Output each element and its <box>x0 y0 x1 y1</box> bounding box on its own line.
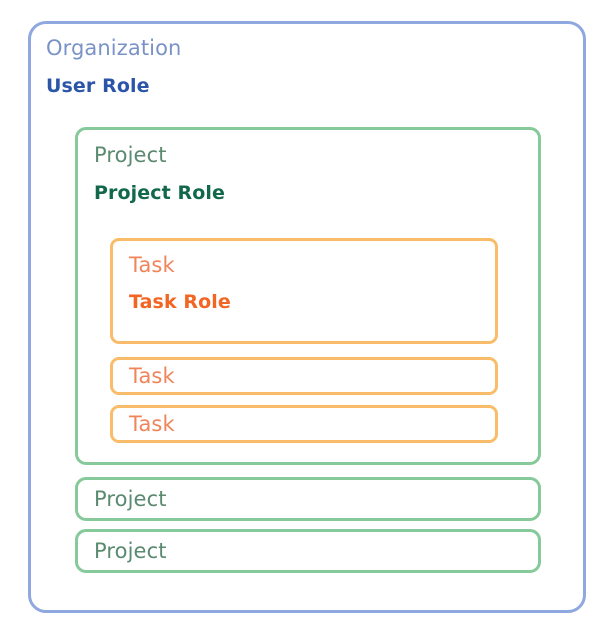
project-row: Project <box>75 477 541 521</box>
organization-role-label: User Role <box>46 75 150 97</box>
project-label: Project <box>94 487 167 511</box>
project-label: Project <box>94 539 167 563</box>
task-role-label: Task Role <box>129 291 231 313</box>
organization-label: Organization <box>46 36 182 60</box>
project-role-label: Project Role <box>94 182 225 204</box>
task-label: Task <box>129 253 175 277</box>
project-container-expanded: Project Project Role Task Task Role Task… <box>75 127 541 465</box>
project-label: Project <box>94 143 167 167</box>
task-container-expanded: Task Task Role <box>110 238 498 344</box>
task-row: Task <box>110 357 498 395</box>
task-row: Task <box>110 405 498 443</box>
task-label: Task <box>129 412 175 436</box>
task-label: Task <box>129 364 175 388</box>
organization-container: Organization User Role Project Project R… <box>28 21 586 613</box>
project-row: Project <box>75 529 541 573</box>
